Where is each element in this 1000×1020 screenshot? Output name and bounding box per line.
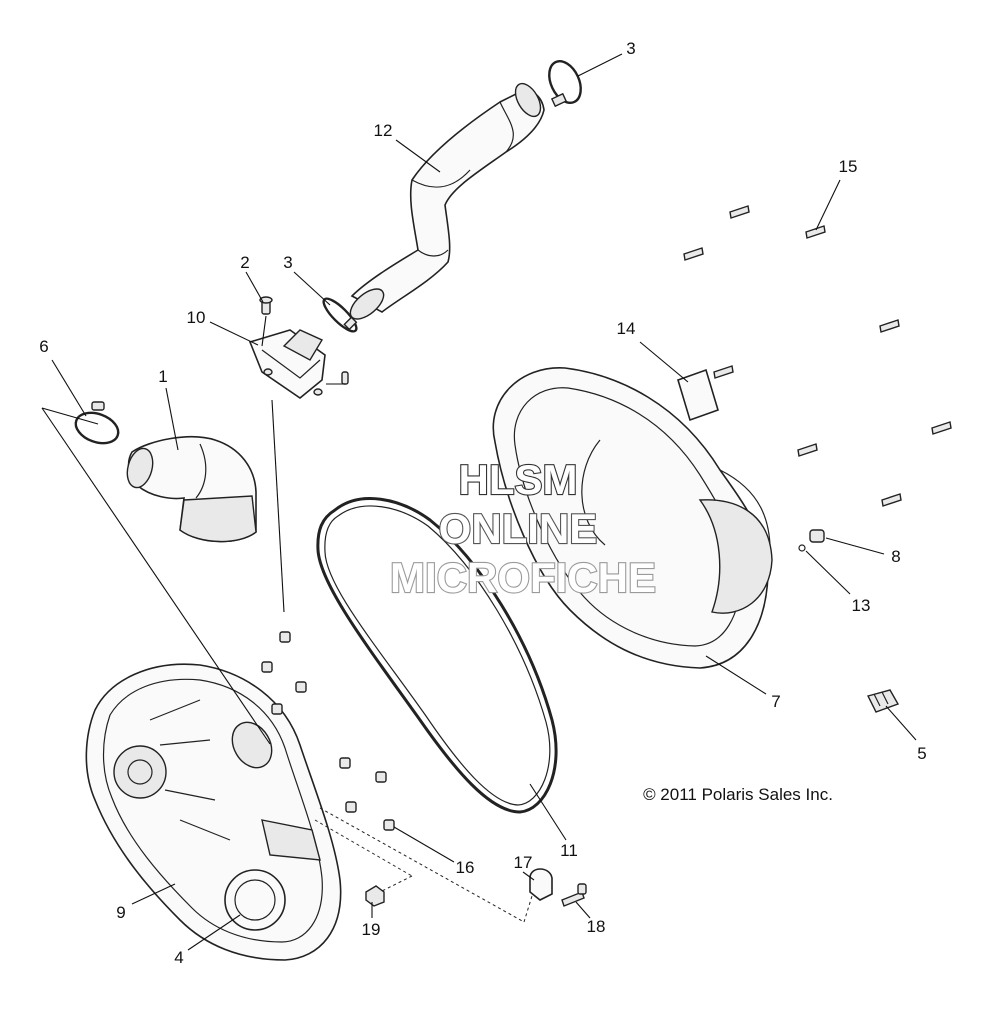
callout-11: 11 — [560, 841, 578, 860]
part-10-adapter — [248, 329, 349, 399]
part-5-clip — [866, 689, 900, 713]
part-11-drive-belt — [316, 497, 558, 814]
watermark-line-3: MICROFICHE — [390, 554, 656, 601]
part-3-clamp-top — [548, 60, 582, 108]
callout-14: 14 — [617, 319, 636, 338]
part-12-duct-hose — [349, 82, 545, 320]
part-13-o-ring — [798, 544, 806, 552]
copyright-text: © 2011 Polaris Sales Inc. — [643, 785, 833, 804]
part-7-outer-cover — [492, 367, 773, 669]
callout-13: 13 — [852, 596, 871, 615]
callout-18: 18 — [587, 917, 606, 936]
callout-1: 1 — [158, 367, 167, 386]
watermark-line-1: HLSM — [459, 456, 578, 503]
callout-7: 7 — [771, 692, 780, 711]
part-19-nut — [365, 885, 385, 907]
part-17-clamp — [529, 868, 553, 901]
callout-12: 12 — [374, 121, 393, 140]
leader-lines — [41, 53, 917, 951]
part-16-screws — [261, 631, 395, 831]
callout-4: 4 — [174, 948, 183, 967]
callout-10: 10 — [187, 308, 206, 327]
part-1-elbow — [126, 435, 257, 543]
part-9-inner-cover — [85, 663, 342, 961]
callout-19: 19 — [362, 920, 381, 939]
callout-5: 5 — [917, 744, 926, 763]
watermark-line-2: ONLINE — [439, 505, 598, 552]
callout-9: 9 — [116, 903, 125, 922]
callout-8: 8 — [891, 547, 900, 566]
callout-3-middle: 3 — [283, 253, 292, 272]
part-18-bolt — [561, 883, 587, 907]
part-8-plug — [809, 529, 825, 543]
callout-labels: 3 12 15 2 3 10 14 6 1 8 13 7 5 11 16 17 … — [39, 39, 926, 967]
part-6-clamp — [74, 401, 120, 445]
callout-16: 16 — [456, 858, 475, 877]
part-15-screws — [683, 205, 952, 507]
watermark: HLSM ONLINE MICROFICHE — [389, 455, 657, 602]
callout-2: 2 — [240, 253, 249, 272]
callout-6: 6 — [39, 337, 48, 356]
callout-15: 15 — [839, 157, 858, 176]
part-14-label — [677, 368, 719, 422]
callout-3-top: 3 — [626, 39, 635, 58]
callout-17: 17 — [514, 853, 533, 872]
part-2-screw — [259, 296, 273, 315]
